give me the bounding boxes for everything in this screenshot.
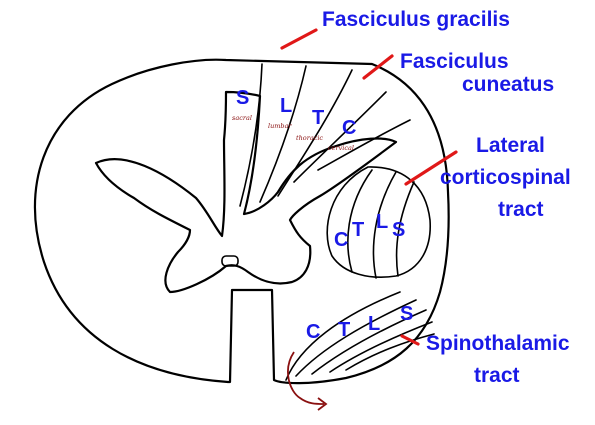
spinothalamic-letter-sacral: S [400,303,413,325]
cuneatus-pointer [364,56,392,78]
corticospinal-letter-sacral: S [392,219,405,241]
label-fasciculus-cuneatus-line-1: Fasciculus [400,50,509,73]
dorsal-letter-lumbar: L [280,95,292,117]
spinothalamic-letter-cervical: C [306,321,320,343]
label-lateral-corticospinal-line-3: tract [498,198,544,221]
gracilis-pointer [282,30,316,48]
dorsal-note-sacral: sacral [232,114,252,122]
dorsal-letter-cervical: C [342,117,356,139]
spinothalamic-letter-thoracic: T [338,319,350,341]
dorsal-column-line-3 [278,70,352,196]
corticospinal-letter-cervical: C [334,229,348,251]
dorsal-note-thoracic: thoracic [296,134,323,142]
corticospinal-letter-lumbar: L [376,211,388,233]
bottom-arrow [288,352,324,404]
dorsal-note-lumbar: lumbar [268,122,292,130]
dorsal-note-cervical: cervical [328,144,354,152]
label-lateral-corticospinal-line-1: Lateral [476,134,545,157]
dorsal-letter-thoracic: T [312,107,324,129]
dorsal-letter-sacral: S [236,87,249,109]
spinothalamic-letter-lumbar: L [368,313,380,335]
label-spinothalamic-line-1: Spinothalamic [426,332,570,355]
label-fasciculus-gracilis: Fasciculus gracilis [322,8,510,31]
label-lateral-corticospinal-line-2: corticospinal [440,166,571,189]
corticospinal-letter-thoracic: T [352,219,364,241]
label-fasciculus-cuneatus-line-2: cuneatus [462,73,554,96]
label-spinothalamic-line-2: tract [474,364,520,387]
